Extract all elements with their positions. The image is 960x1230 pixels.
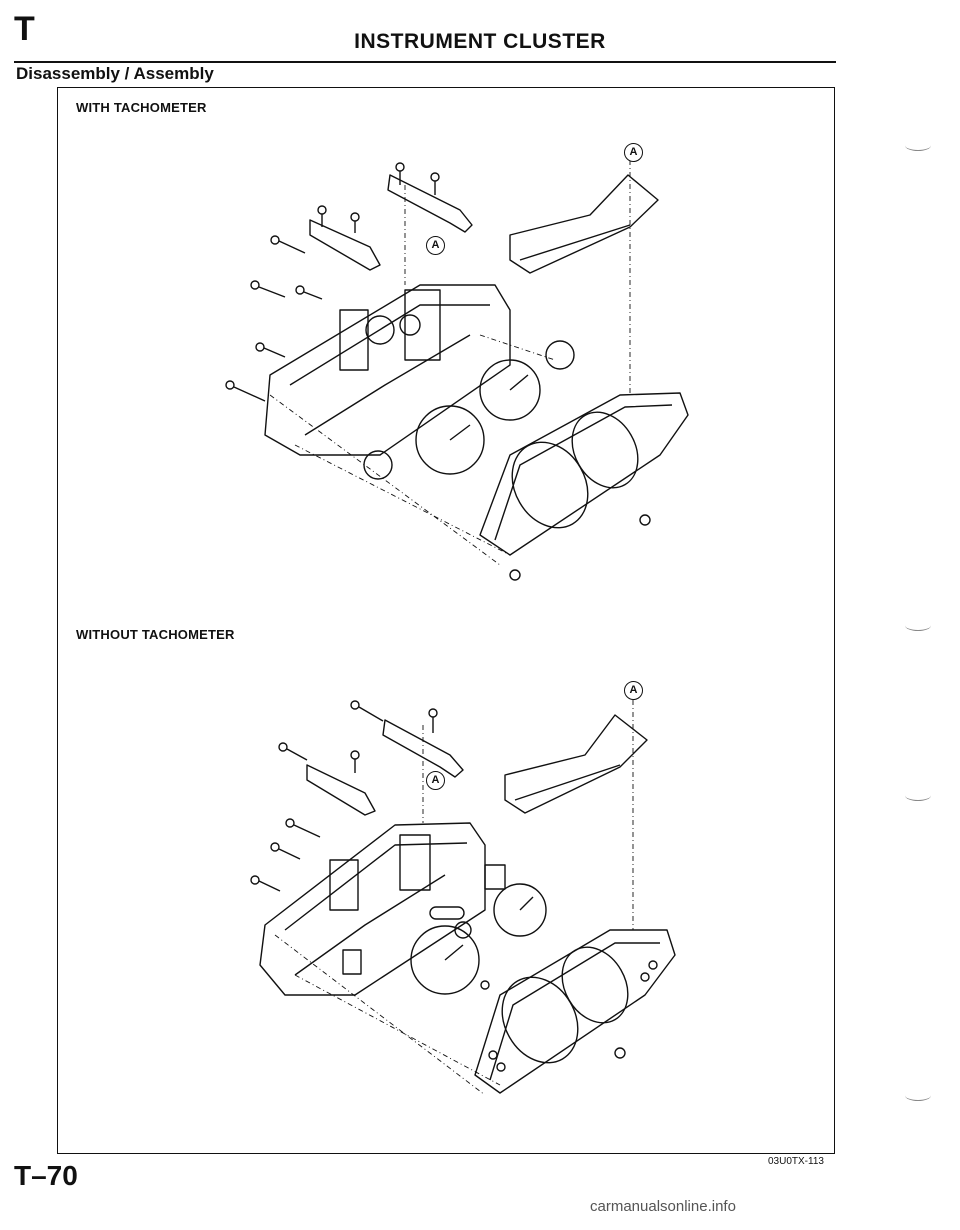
margin-mark — [905, 790, 931, 801]
screws — [250, 700, 626, 1059]
speedometer — [415, 405, 485, 475]
margin-mark — [905, 140, 931, 151]
header-rule — [14, 61, 836, 63]
section-heading: Disassembly / Assembly — [16, 64, 214, 83]
page-title: INSTRUMENT CLUSTER — [354, 30, 606, 53]
small-gauge — [545, 340, 575, 370]
figure-caption-without-tachometer: WITHOUT TACHOMETER — [76, 627, 235, 642]
fuel-temp-gauge — [363, 450, 393, 480]
upper-bracket — [387, 174, 473, 233]
hood — [509, 174, 659, 274]
callout-a-bracket: A — [426, 236, 445, 255]
screws — [225, 162, 651, 581]
page-number: T–70 — [14, 1160, 78, 1191]
left-bracket — [309, 219, 381, 271]
upper-bracket — [382, 719, 464, 778]
margin-mark — [905, 620, 931, 631]
cluster-case — [259, 822, 486, 996]
tachometer — [479, 359, 541, 421]
cluster-case — [264, 284, 511, 456]
speedometer — [410, 925, 480, 995]
watermark: carmanualsonline.info — [590, 1198, 736, 1215]
callout-a-top: A — [624, 143, 643, 162]
fuel-temp-gauge — [493, 883, 547, 937]
left-bracket — [306, 764, 376, 816]
figure-id: 03U0TX-113 — [768, 1156, 824, 1167]
margin-mark — [905, 1090, 931, 1101]
section-letter: T — [14, 10, 35, 48]
callout-a-bracket: A — [426, 771, 445, 790]
front-bezel — [474, 929, 676, 1094]
exploded-view-without-tachometer — [250, 700, 676, 1096]
figure-caption-with-tachometer: WITH TACHOMETER — [76, 100, 207, 115]
exploded-view-with-tachometer — [225, 160, 689, 581]
hood — [504, 714, 648, 814]
figure-frame — [57, 87, 835, 1154]
callout-a-top: A — [624, 681, 643, 700]
